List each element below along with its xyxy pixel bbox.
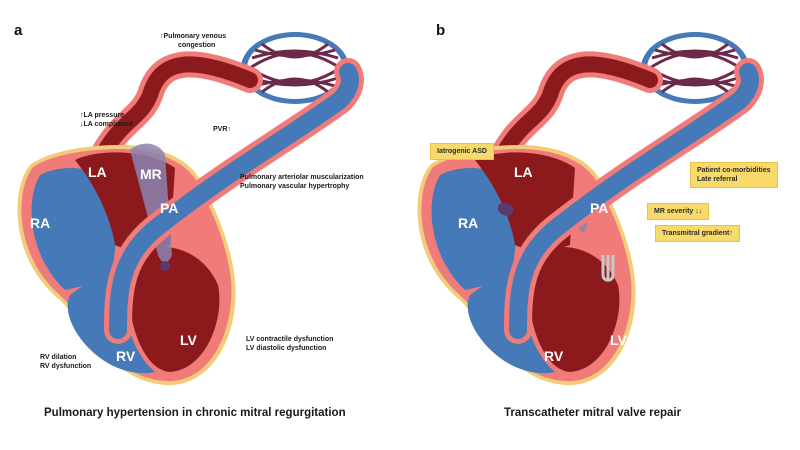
chamber-la: LA	[88, 164, 107, 180]
annotation-rv-dysfunction: RV dilation RV dysfunction	[40, 354, 92, 370]
panel-letter: b	[436, 22, 446, 39]
chamber-lv: LV	[180, 332, 197, 348]
chamber-rv: RV	[116, 348, 136, 364]
annotation-la-pressure: ↑LA pressure ↓LA compliance	[80, 112, 134, 128]
panel-a: a LA MR PA RA RV LV ↑Pulmonary venous co…	[14, 22, 364, 419]
annotation-lv-dysfunction: LV contractile dysfunction LV diastolic …	[246, 336, 334, 352]
caption: Pulmonary hypertension in chronic mitral…	[44, 407, 346, 419]
chamber-mr: MR	[140, 166, 162, 182]
annotation-pulmonary-changes: Pulmonary arteriolar muscularization Pul…	[240, 174, 364, 190]
panel-b: b LA PA RA RV LV Iatrogenic ASD Patient …	[400, 0, 800, 450]
chamber-ra: RA	[458, 215, 479, 231]
lung-capillary-bed	[641, 32, 749, 104]
chamber-ra: RA	[30, 215, 51, 231]
chamber-rv: RV	[544, 348, 564, 364]
tag-transmitral-gradient: Transmitral gradient↑	[655, 225, 740, 242]
heart	[417, 51, 764, 386]
tag-comorbidities: Patient co-morbidities Late referral	[690, 162, 778, 188]
chamber-la: LA	[514, 164, 533, 180]
tag-mr-severity: MR severity ↓↓	[647, 203, 710, 220]
chamber-pa: PA	[160, 200, 179, 216]
chamber-lv: LV	[610, 332, 627, 348]
heart	[17, 51, 364, 386]
heart-illustration-b	[417, 32, 764, 386]
tag-iatrogenic-asd: Iatrogenic ASD	[430, 143, 494, 160]
chamber-pa: PA	[590, 200, 609, 216]
panel-letter: a	[14, 22, 23, 39]
annotation-venous-congestion: ↑Pulmonary venous congestion	[160, 33, 227, 49]
annotation-pvr: PVR↑	[213, 126, 231, 133]
lung-capillary-bed	[241, 32, 349, 104]
heart-illustration-a	[17, 32, 364, 386]
caption: Transcatheter mitral valve repair	[504, 407, 682, 419]
